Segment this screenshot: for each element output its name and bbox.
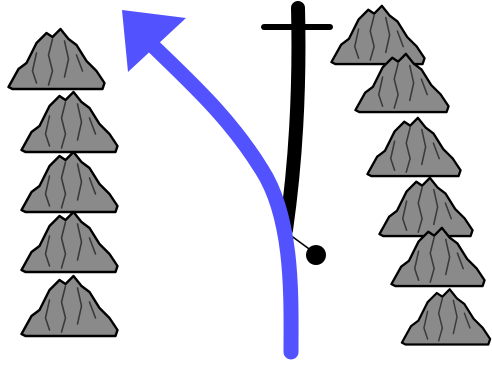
rock-icon (402, 289, 490, 344)
left-rock-column (9, 29, 118, 336)
curved-arrow-icon (122, 10, 291, 352)
rock-icon (22, 212, 118, 272)
rock-icon (22, 276, 118, 336)
rock-icon (9, 29, 105, 89)
rock-icon (331, 6, 424, 64)
rock-icon (379, 178, 472, 236)
signpost-icon (264, 8, 330, 265)
rock-icon (367, 118, 460, 176)
right-rock-column (331, 6, 490, 345)
rock-icon (22, 92, 118, 152)
rock-icon (22, 152, 118, 212)
